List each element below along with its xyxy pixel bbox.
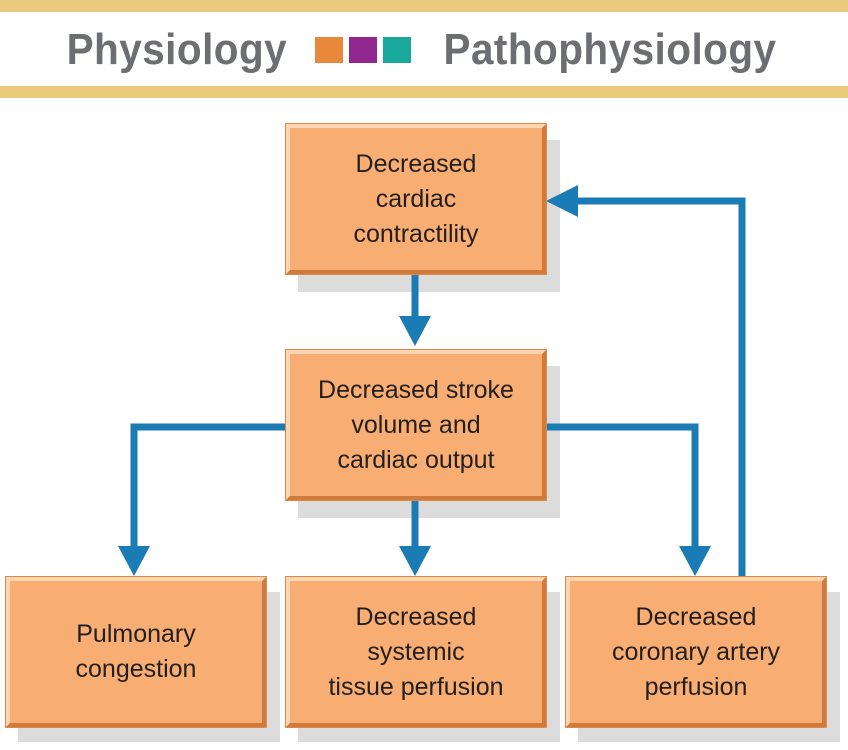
node-decreased-stroke-volume: Decreased stroke volume and cardiac outp… xyxy=(285,349,547,501)
swatch-purple xyxy=(348,37,377,63)
header: Physiology Pathophysiology xyxy=(0,18,848,82)
node-label: Decreased stroke volume and cardiac outp… xyxy=(318,375,514,474)
node-pulmonary-congestion: Pulmonary congestion xyxy=(5,576,267,728)
header-top-band xyxy=(0,0,848,12)
header-pathophysiology-label: Pathophysiology xyxy=(443,25,777,74)
node-label: Decreased systemic tissue perfusion xyxy=(328,602,504,701)
swatch-teal xyxy=(382,37,411,63)
arrow-stroke-volume-to-systemic xyxy=(399,500,431,576)
color-key xyxy=(314,37,411,63)
node-decreased-systemic-tissue-perfusion: Decreased systemic tissue perfusion xyxy=(285,576,547,728)
arrow-stroke-volume-to-coronary xyxy=(544,423,711,576)
node-label: Pulmonary congestion xyxy=(75,620,197,683)
node-decreased-coronary-artery-perfusion: Decreased coronary artery perfusion xyxy=(565,576,827,728)
node-decreased-cardiac-contractility: Decreased cardiac contractility xyxy=(285,123,547,275)
header-physiology-label: Physiology xyxy=(66,25,288,74)
arrow-contractility-to-stroke-volume xyxy=(399,274,431,346)
node-label: Decreased coronary artery perfusion xyxy=(611,602,781,701)
arrow-coronary-feedback-to-contractility xyxy=(546,185,746,577)
swatch-orange xyxy=(314,37,343,63)
node-label: Decreased cardiac contractility xyxy=(353,149,479,248)
header-bottom-band xyxy=(0,86,848,98)
arrow-stroke-volume-to-pulmonary xyxy=(118,423,286,576)
